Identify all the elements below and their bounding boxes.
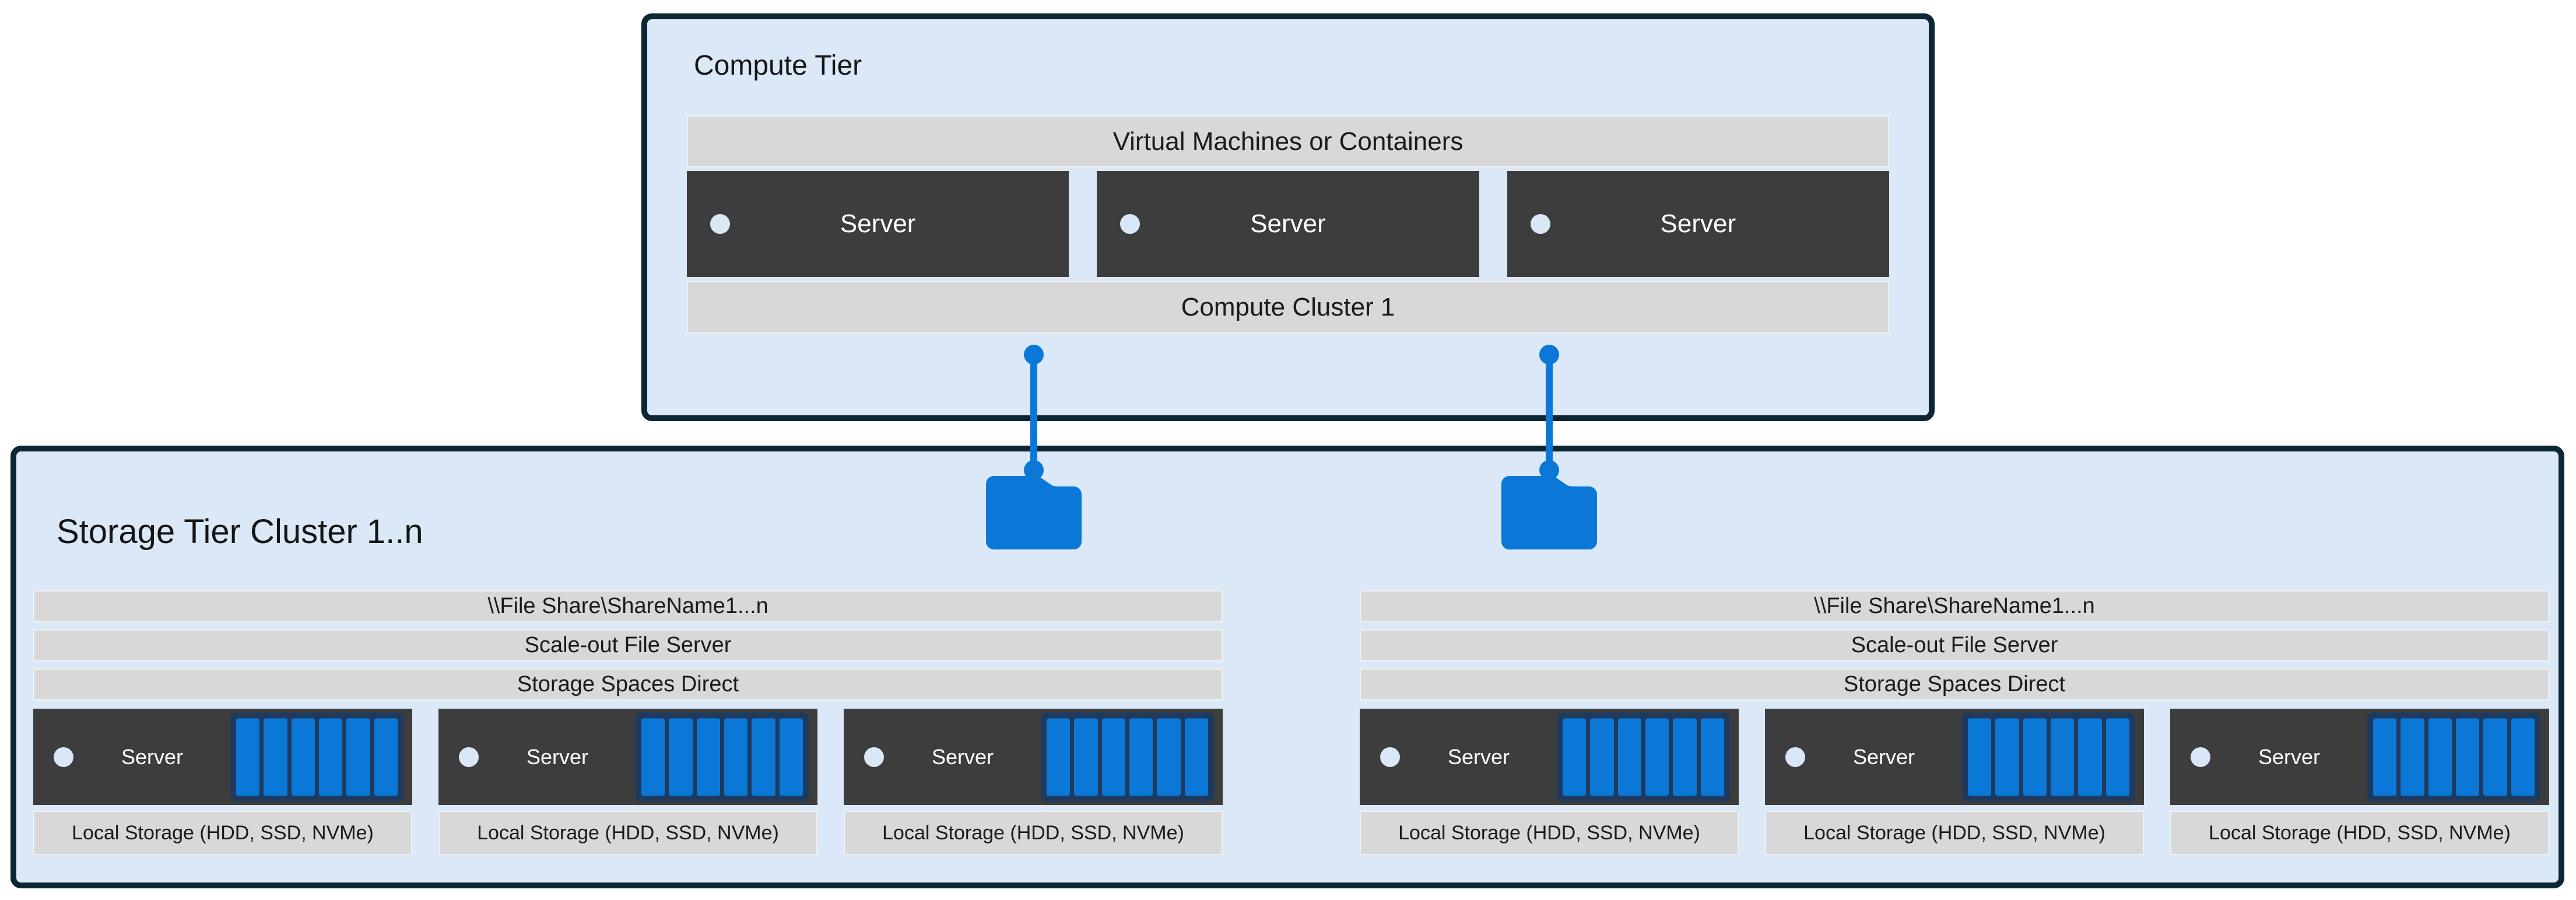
storage-server-box: Server (1360, 709, 1739, 805)
scale-out-file-server-bar: Scale-out File Server (1360, 629, 2549, 661)
compute-cluster-bar-label: Compute Cluster 1 (1181, 293, 1395, 321)
local-storage-bar: Local Storage (HDD, SSD, NVMe) (1360, 811, 1739, 855)
local-storage-row: Local Storage (HDD, SSD, NVMe) Local Sto… (1360, 811, 2549, 855)
storage-server-box: Server (33, 709, 412, 805)
server-label: Server (1852, 744, 1915, 769)
disk-array-icon (636, 712, 809, 801)
file-share-bar-label: \\File Share\ShareName1...n (487, 594, 768, 618)
disk-array-icon (1041, 712, 1214, 801)
server-label: Server (840, 209, 916, 238)
storage-cluster-group: \\File Share\ShareName1...n Scale-out Fi… (33, 590, 1223, 855)
scale-out-file-server-label: Scale-out File Server (1851, 633, 2058, 657)
server-label: Server (526, 744, 589, 769)
compute-server-box: Server (1507, 171, 1889, 277)
local-storage-bar: Local Storage (HDD, SSD, NVMe) (438, 811, 817, 855)
disk-array-icon (1962, 712, 2135, 801)
connector-line (1539, 345, 1559, 480)
storage-server-box: Server (2170, 709, 2549, 805)
connector-dot-bottom-icon (1539, 460, 1559, 480)
local-storage-label: Local Storage (HDD, SSD, NVMe) (1398, 821, 1700, 844)
storage-spaces-direct-bar: Storage Spaces Direct (33, 668, 1223, 701)
status-dot-icon (1530, 214, 1550, 234)
local-storage-row: Local Storage (HDD, SSD, NVMe) Local Sto… (33, 811, 1223, 855)
storage-server-row: Server Server Server (33, 709, 1223, 805)
storage-spaces-direct-label: Storage Spaces Direct (517, 672, 739, 696)
connector-line-segment (1030, 355, 1037, 470)
compute-server-row: Server Server Server (687, 171, 1889, 277)
server-label: Server (121, 744, 184, 769)
server-label: Server (931, 744, 994, 769)
status-dot-icon (1120, 214, 1140, 234)
compute-tier-title: Compute Tier (694, 50, 862, 81)
status-dot-icon (54, 747, 73, 767)
status-dot-icon (710, 214, 730, 234)
storage-server-box: Server (438, 709, 817, 805)
disk-array-icon (2367, 712, 2540, 801)
local-storage-bar: Local Storage (HDD, SSD, NVMe) (33, 811, 412, 855)
storage-server-row: Server Server Server (1360, 709, 2549, 805)
storage-server-box: Server (844, 709, 1223, 805)
local-storage-label: Local Storage (HDD, SSD, NVMe) (2209, 821, 2511, 844)
status-dot-icon (2191, 747, 2210, 767)
local-storage-label: Local Storage (HDD, SSD, NVMe) (1803, 821, 2105, 844)
local-storage-bar: Local Storage (HDD, SSD, NVMe) (1765, 811, 2144, 855)
scale-out-file-server-label: Scale-out File Server (524, 633, 732, 657)
compute-cluster-bar: Compute Cluster 1 (687, 281, 1889, 334)
file-share-bar: \\File Share\ShareName1...n (33, 590, 1223, 622)
connector-dot-bottom-icon (1024, 460, 1044, 480)
storage-tier-box: Storage Tier Cluster 1..n \\File Share\S… (10, 446, 2564, 888)
disk-array-icon (1557, 712, 1730, 801)
virtual-machines-bar-label: Virtual Machines or Containers (1112, 127, 1464, 156)
server-label: Server (1250, 209, 1326, 238)
compute-tier-box: Compute Tier Virtual Machines or Contain… (641, 13, 1935, 421)
server-label: Server (2258, 744, 2321, 769)
file-share-bar: \\File Share\ShareName1...n (1360, 590, 2549, 622)
storage-server-box: Server (1765, 709, 2144, 805)
status-dot-icon (1380, 747, 1400, 767)
folder-icon (1501, 476, 1597, 549)
folder-icon (986, 476, 1082, 549)
storage-cluster-group: \\File Share\ShareName1...n Scale-out Fi… (1360, 590, 2549, 855)
compute-server-box: Server (687, 171, 1069, 277)
connector-line (1024, 345, 1044, 480)
server-label: Server (1447, 744, 1510, 769)
server-label: Server (1660, 209, 1736, 238)
local-storage-label: Local Storage (HDD, SSD, NVMe) (477, 821, 779, 844)
status-dot-icon (459, 747, 479, 767)
file-share-bar-label: \\File Share\ShareName1...n (1814, 594, 2095, 618)
disk-array-icon (230, 712, 403, 801)
local-storage-label: Local Storage (HDD, SSD, NVMe) (882, 821, 1184, 844)
compute-server-box: Server (1097, 171, 1479, 277)
storage-spaces-direct-label: Storage Spaces Direct (1843, 672, 2066, 696)
status-dot-icon (864, 747, 884, 767)
storage-tier-title: Storage Tier Cluster 1..n (57, 513, 423, 551)
virtual-machines-bar: Virtual Machines or Containers (687, 115, 1889, 167)
storage-spaces-direct-bar: Storage Spaces Direct (1360, 668, 2549, 701)
local-storage-bar: Local Storage (HDD, SSD, NVMe) (844, 811, 1223, 855)
scale-out-file-server-bar: Scale-out File Server (33, 629, 1223, 661)
status-dot-icon (1785, 747, 1805, 767)
local-storage-bar: Local Storage (HDD, SSD, NVMe) (2170, 811, 2549, 855)
connector-line-segment (1546, 355, 1553, 470)
local-storage-label: Local Storage (HDD, SSD, NVMe) (72, 821, 374, 844)
